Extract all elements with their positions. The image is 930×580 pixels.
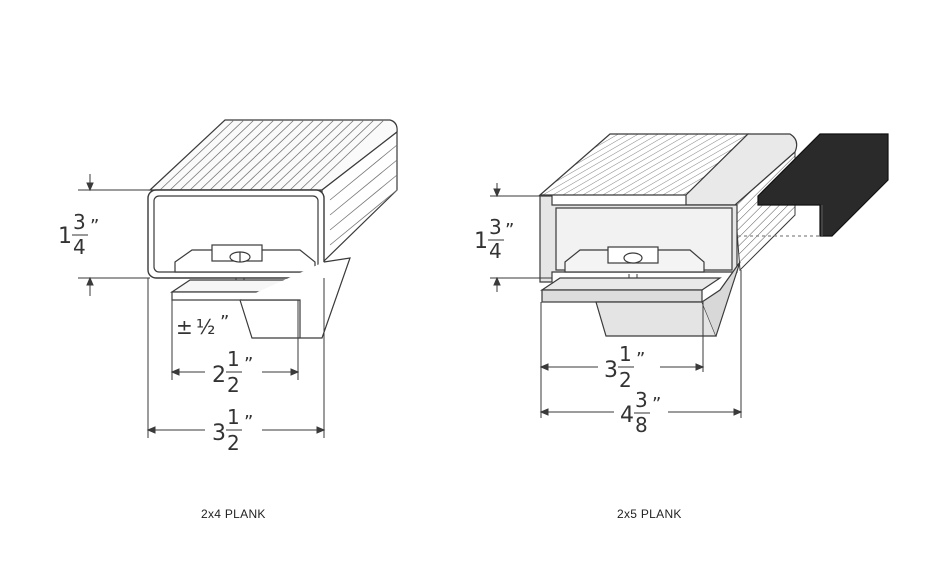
svg-text:”: ”	[244, 412, 253, 433]
svg-text:”: ”	[244, 354, 253, 375]
svg-text:±: ±	[176, 315, 193, 339]
plank-2x4-pedestal	[240, 257, 351, 339]
plank-2x5-edge-cap	[757, 133, 889, 237]
plank-2x4-dimension-lines	[78, 174, 326, 438]
svg-text:1: 1	[227, 405, 240, 429]
svg-text:”: ”	[220, 312, 229, 333]
svg-text:”: ”	[505, 220, 514, 241]
caption-2x4-plank: 2x4 PLANK	[201, 507, 266, 521]
svg-text:1: 1	[474, 229, 488, 254]
svg-text:2: 2	[227, 431, 240, 455]
svg-text:2: 2	[227, 373, 240, 397]
plank-2x5-dim-width: 4 3 8 ”	[620, 388, 661, 437]
svg-text:4: 4	[73, 235, 86, 259]
svg-text:1: 1	[58, 224, 72, 249]
svg-text:3: 3	[489, 215, 502, 239]
plank-2x4-ribs	[159, 119, 385, 191]
plank-2x4-dim-adjust: ± ½ ”	[176, 312, 229, 339]
plank-2x5-base-plate	[540, 277, 722, 291]
svg-text:”: ”	[90, 216, 99, 237]
svg-text:4: 4	[620, 403, 634, 428]
svg-text:2: 2	[619, 368, 632, 392]
svg-text:½: ½	[196, 315, 215, 339]
svg-text:3: 3	[212, 421, 226, 446]
plank-2x5-dim-height: 1 3 4 ”	[474, 215, 514, 263]
caption-2x5-plank: 2x5 PLANK	[617, 507, 682, 521]
svg-text:1: 1	[619, 342, 632, 366]
svg-text:3: 3	[604, 358, 618, 383]
plank-2x5-dim-inner-width: 3 1 2 ”	[604, 342, 645, 392]
plank-2x5-pedestal	[595, 301, 717, 337]
svg-text:2: 2	[212, 363, 226, 388]
svg-text:”: ”	[652, 394, 661, 415]
plank-2x4-dim-height: 1 3 4 ”	[58, 210, 99, 259]
svg-text:8: 8	[635, 413, 648, 437]
svg-text:1: 1	[227, 347, 240, 371]
svg-text:3: 3	[73, 210, 86, 234]
svg-text:4: 4	[489, 239, 502, 263]
svg-text:”: ”	[636, 349, 645, 370]
plank-2x5-dimension-lines	[490, 183, 743, 418]
svg-text:3: 3	[635, 388, 648, 412]
plank-2x4-dim-width: 3 1 2 ”	[212, 405, 253, 455]
plank-2x4-drawing	[147, 119, 398, 339]
plank-2x5-drawing	[538, 133, 889, 337]
plank-2x4-dim-bracket-width: 2 1 2 ”	[212, 347, 253, 397]
